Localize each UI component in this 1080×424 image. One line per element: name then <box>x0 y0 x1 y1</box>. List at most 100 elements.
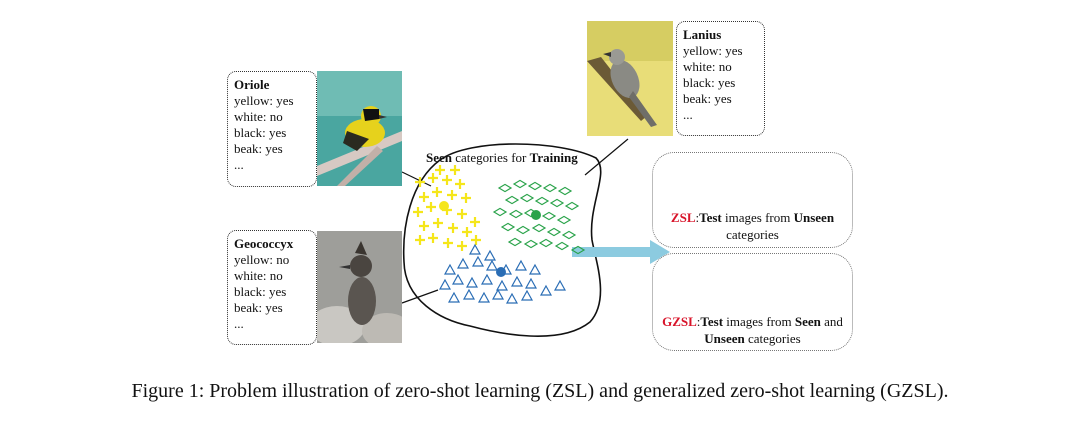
connector-line-geococcyx <box>401 289 439 304</box>
gzsl-panel <box>652 253 853 351</box>
lanius-name: Lanius <box>683 27 722 42</box>
seen-diamond-marker <box>561 230 577 240</box>
seen-plus-marker <box>428 173 438 183</box>
gzsl-and: and <box>820 314 843 329</box>
geococcyx-photo <box>317 231 402 343</box>
seen-plus-marker <box>433 218 443 228</box>
gzsl-label: GZSL <box>662 314 697 329</box>
seen-plus-marker <box>461 193 471 203</box>
connector-line-lanius <box>584 138 629 176</box>
lanius-attr-black: black: yes <box>683 75 736 90</box>
seen-plus-marker <box>450 165 460 175</box>
seen-categories-title: Seen categories for Training <box>426 150 578 166</box>
seen-triangle-marker <box>483 249 497 261</box>
lanius-attr-more: ... <box>683 107 693 122</box>
seen-diamond-marker <box>542 183 558 193</box>
seen-diamond-marker <box>508 209 524 219</box>
lanius-attribute-box: Lanius yellow: yes white: no black: yes … <box>676 21 765 136</box>
seen-title-middle: categories for <box>452 150 530 165</box>
seen-diamond-marker <box>515 225 531 235</box>
seen-triangle-marker <box>443 263 457 275</box>
seen-triangle-marker <box>520 289 534 301</box>
zsl-unseen: Unseen <box>793 210 835 225</box>
oriole-attr-beak: beak: yes <box>234 141 283 156</box>
seen-diamond-marker <box>564 201 580 211</box>
seen-plus-marker <box>432 187 442 197</box>
geococcyx-name: Geococcyx <box>234 236 294 251</box>
zsl-label: ZSL <box>670 210 696 225</box>
geococcyx-attribute-box: Geococcyx yellow: no white: no black: ye… <box>227 230 317 345</box>
zsl-categories: categories <box>726 227 779 242</box>
geococcyx-attr-black: black: yes <box>234 284 287 299</box>
seen-plus-marker <box>419 221 429 231</box>
oriole-attr-white: white: no <box>234 109 283 124</box>
lanius-attr-yellow: yellow: yes <box>683 43 743 58</box>
seen-triangle-marker <box>447 291 461 303</box>
blue-class-prototype <box>496 267 506 277</box>
seen-plus-marker <box>457 241 467 251</box>
zsl-images-from: images from <box>721 210 794 225</box>
seen-plus-marker <box>415 235 425 245</box>
seen-triangle-marker <box>451 273 465 285</box>
seen-plus-marker <box>470 217 480 227</box>
lanius-image <box>587 21 673 136</box>
seen-triangle-marker <box>468 243 482 255</box>
seen-diamond-marker <box>557 186 573 196</box>
connector-line-oriole <box>401 171 432 187</box>
seen-plus-marker <box>462 227 472 237</box>
seen-diamond-marker <box>538 238 554 248</box>
oriole-attr-black: black: yes <box>234 125 287 140</box>
geococcyx-attr-more: ... <box>234 316 244 331</box>
geococcyx-attr-beak: beak: yes <box>234 300 283 315</box>
seen-diamond-marker <box>519 193 535 203</box>
seen-triangle-marker <box>456 257 470 269</box>
seen-triangle-marker <box>465 276 479 288</box>
seen-triangle-marker <box>539 284 553 296</box>
seen-diamond-marker <box>546 227 562 237</box>
transfer-arrow <box>572 240 670 264</box>
seen-plus-marker <box>415 177 425 187</box>
seen-plus-marker <box>419 192 429 202</box>
lanius-photo <box>587 21 673 136</box>
oriole-attr-more: ... <box>234 157 244 172</box>
zsl-test: Test <box>699 210 722 225</box>
seen-diamond-marker <box>492 207 508 217</box>
seen-triangle-marker <box>524 277 538 289</box>
seen-diamond-marker <box>570 245 586 255</box>
seen-triangle-marker <box>462 288 476 300</box>
seen-title-bold-training: Training <box>529 150 578 165</box>
gzsl-test: Test <box>700 314 724 329</box>
oriole-name: Oriole <box>234 77 270 92</box>
oriole-photo <box>317 71 402 186</box>
gzsl-colon: : <box>696 314 701 329</box>
figure: Oriole yellow: yes white: no black: yes … <box>227 21 853 351</box>
seen-plus-marker <box>426 202 436 212</box>
seen-diamond-marker <box>556 215 572 225</box>
zsl-caption: ZSL:Test images from Unseen categories <box>652 209 853 243</box>
seen-triangle-marker <box>510 275 524 287</box>
oriole-image <box>317 71 402 186</box>
seen-diamond-marker <box>507 237 523 247</box>
figure-canvas <box>401 138 815 337</box>
oriole-attr-yellow: yellow: yes <box>234 93 294 108</box>
seen-plus-marker <box>413 207 423 217</box>
seen-triangle-marker <box>553 279 567 291</box>
yellow-class-prototype <box>439 201 449 211</box>
oriole-attribute-box: Oriole yellow: yes white: no black: yes … <box>227 71 317 187</box>
seen-plus-marker <box>442 175 452 185</box>
seen-plus-marker <box>443 238 453 248</box>
seen-diamond-marker <box>549 198 565 208</box>
zsl-panel <box>652 152 853 248</box>
figure-caption: Figure 1: Problem illustration of zero-s… <box>131 380 949 402</box>
gzsl-images-from: images from <box>723 314 795 329</box>
seen-diamond-marker <box>531 223 547 233</box>
seen-diamond-marker <box>523 239 539 249</box>
seen-triangle-marker <box>491 288 505 300</box>
seen-plus-marker <box>448 223 458 233</box>
seen-region-outline <box>402 143 602 337</box>
seen-plus-marker <box>428 233 438 243</box>
geococcyx-attr-white: white: no <box>234 268 283 283</box>
seen-diamond-marker <box>541 211 557 221</box>
lanius-attr-white: white: no <box>683 59 732 74</box>
seen-plus-marker <box>455 179 465 189</box>
